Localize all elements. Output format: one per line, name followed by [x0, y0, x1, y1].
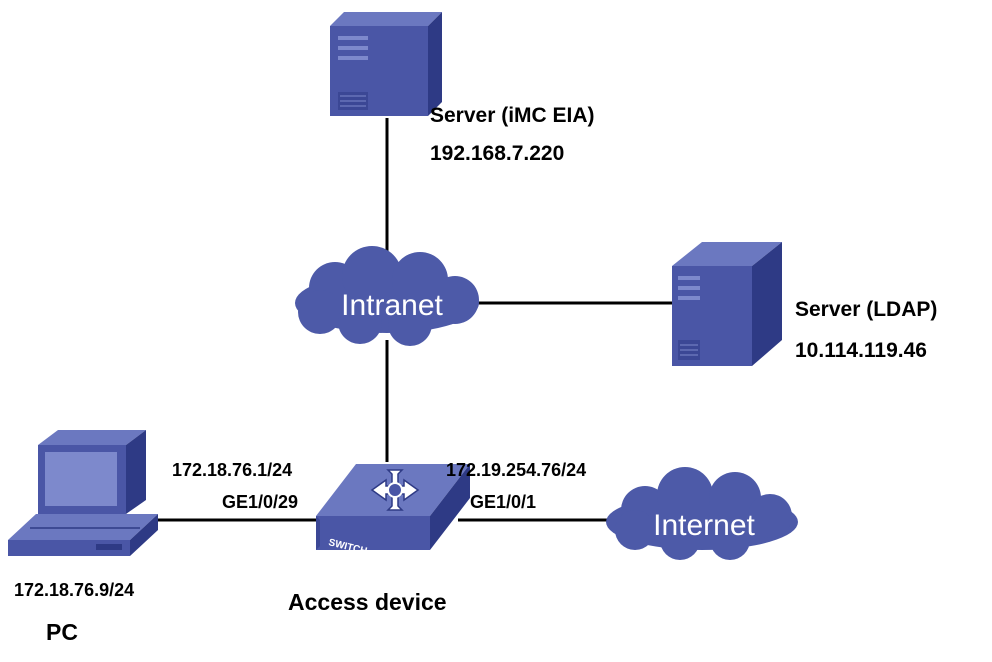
pc-name: PC	[46, 619, 78, 645]
imc-server-name: Server (iMC EIA)	[430, 104, 595, 127]
switch-internet-link-port: GE1/0/1	[470, 492, 536, 512]
switch-internet-link-ip: 172.19.254.76/24	[446, 460, 586, 480]
intranet-label: Intranet	[341, 289, 443, 322]
pc-switch-link-port: GE1/0/29	[222, 492, 298, 512]
ldap-server-ip: 10.114.119.46	[795, 339, 927, 362]
cloud-icon: Internet	[606, 467, 798, 560]
server-tower-icon	[672, 242, 782, 366]
pc-switch-link-ip: 172.18.76.1/24	[172, 460, 292, 480]
pc-computer-icon	[8, 430, 158, 556]
links	[158, 118, 672, 522]
imc-server-ip: 192.168.7.220	[430, 142, 564, 165]
ldap-server-name: Server (LDAP)	[795, 298, 937, 321]
access-device-name: Access device	[288, 589, 447, 615]
server-tower-icon	[330, 12, 442, 116]
internet-label: Internet	[653, 509, 755, 542]
pc-ip: 172.18.76.9/24	[14, 580, 134, 600]
cloud-icon: Intranet	[295, 246, 479, 346]
